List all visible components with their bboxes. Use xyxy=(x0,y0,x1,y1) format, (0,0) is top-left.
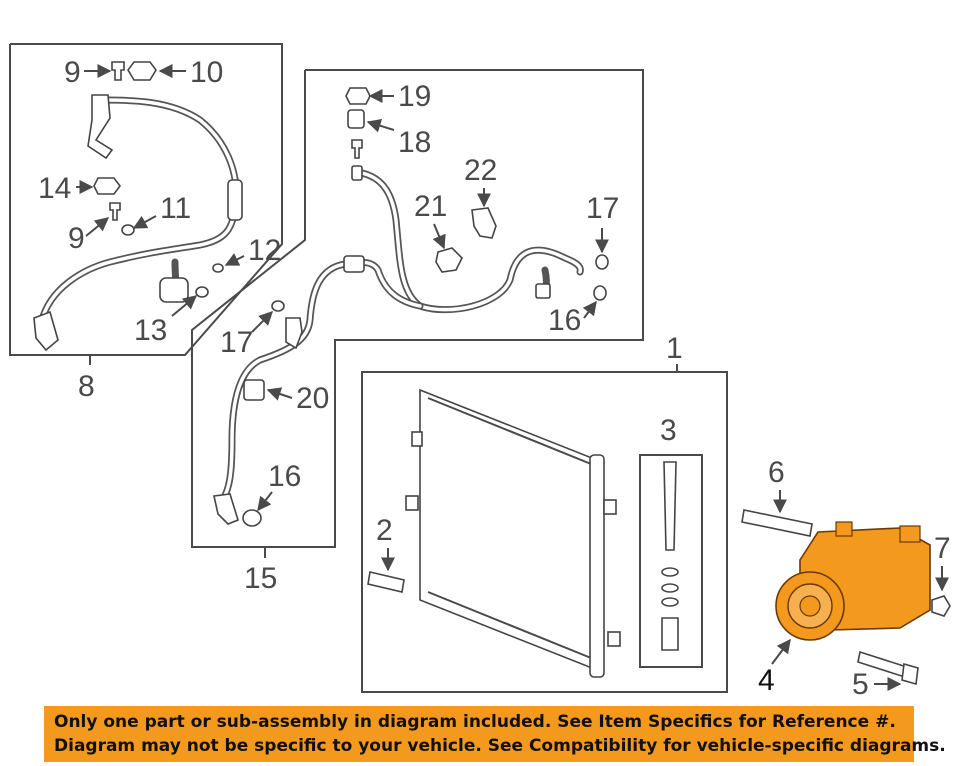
callout-19: 19 xyxy=(398,80,431,113)
callout-9-top: 9 xyxy=(64,56,81,89)
valve-core-9-lower xyxy=(109,202,121,221)
group-15-frame xyxy=(191,69,644,548)
bushing-18 xyxy=(347,109,365,129)
disclaimer-line-1: Only one part or sub-assembly in diagram… xyxy=(54,712,896,732)
valve-core-9-top xyxy=(111,61,125,81)
hose-assembly-15-group: 19 18 22 21 17 16 17 20 16 15 xyxy=(191,69,644,595)
disclaimer-line-2: Diagram may not be specific to your vehi… xyxy=(54,736,946,756)
o-ring-11 xyxy=(121,224,135,236)
callout-10: 10 xyxy=(190,56,223,89)
callout-1: 1 xyxy=(666,332,683,365)
hose-8-muffler xyxy=(159,277,189,303)
condenser-1-group: 1 2 3 xyxy=(361,332,728,693)
stud-6 xyxy=(741,509,813,537)
callout-21: 21 xyxy=(414,190,447,223)
callout-11: 11 xyxy=(160,192,191,225)
o-ring-16-left xyxy=(242,509,262,527)
o-ring-12 xyxy=(212,263,224,273)
compressor-group: 6 4 7 5 xyxy=(741,456,951,701)
callout-18: 18 xyxy=(398,126,431,159)
connector-20 xyxy=(243,379,265,401)
hose-8 xyxy=(38,96,240,324)
hose-15-fitting-end xyxy=(213,493,239,525)
nut-7 xyxy=(931,595,951,617)
bracket-22 xyxy=(471,207,497,239)
o-ring-13 xyxy=(195,286,209,298)
nut-19 xyxy=(345,87,371,105)
nut-10 xyxy=(127,61,157,81)
clip-21 xyxy=(435,247,463,273)
hose-8-fitting-end xyxy=(33,310,59,352)
callout-15: 15 xyxy=(244,562,277,595)
condenser-receiver xyxy=(589,454,605,678)
callout-20: 20 xyxy=(296,382,329,415)
callout-8: 8 xyxy=(78,370,95,403)
callout-3: 3 xyxy=(660,414,677,447)
callout-13: 13 xyxy=(134,314,167,347)
valve-core-18b xyxy=(351,139,363,159)
callout-17-right: 17 xyxy=(586,192,619,225)
callout-5: 5 xyxy=(852,668,869,701)
hose-8-fitting-top xyxy=(87,94,114,160)
callout-16-right: 16 xyxy=(548,304,581,337)
callout-4: 4 xyxy=(758,664,775,697)
callout-16-left: 16 xyxy=(268,460,301,493)
callout-6: 6 xyxy=(768,456,785,489)
callout-12: 12 xyxy=(248,234,281,267)
plug-3 xyxy=(661,617,679,651)
desiccant-3 xyxy=(663,461,677,551)
callout-9-lower: 9 xyxy=(68,222,85,255)
o-ring-17-left xyxy=(271,300,285,312)
callout-14: 14 xyxy=(38,172,71,205)
hose-assembly-8-group: 9 10 14 9 11 12 13 8 xyxy=(9,43,283,403)
group-3-frame xyxy=(639,454,703,668)
o-ring-16-right xyxy=(593,285,607,301)
o-ring-17-right xyxy=(595,254,609,270)
callout-7: 7 xyxy=(934,532,951,565)
callout-17-left: 17 xyxy=(220,326,253,359)
bolt-2 xyxy=(367,571,405,593)
nut-14 xyxy=(93,177,121,195)
disclaimer-banner: Only one part or sub-assembly in diagram… xyxy=(44,706,946,762)
callout-2: 2 xyxy=(376,514,393,547)
group-1-frame xyxy=(361,371,728,693)
group-8-frame xyxy=(9,43,283,356)
callout-22: 22 xyxy=(464,154,497,187)
